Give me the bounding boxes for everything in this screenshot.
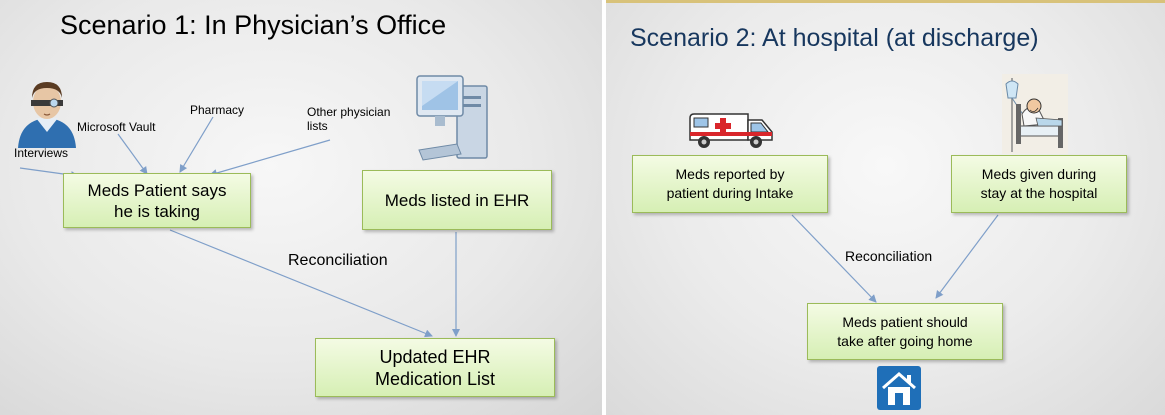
arrow-pharmacy [179,116,214,173]
arrow-patient-to-updated [169,229,433,338]
box-patient-line-2: he is taking [114,201,200,221]
source-microsoft-vault: Microsoft Vault [77,120,156,134]
box-stay-line-1: Meds given during [981,166,1097,182]
box-updated-line-2: Medication List [374,368,496,389]
arrow-microsoft-vault [117,133,148,175]
house-icon [877,366,921,410]
box-meds-listed-in-ehr: Meds listed in EHR [362,170,552,230]
accent-line [606,0,1165,3]
source-other-physician-line-2: lists [307,119,328,133]
box-updated-ehr-medication-list: Updated EHR Medication List [315,338,555,397]
box-intake-line-1: Meds reported by [675,166,785,182]
physician-icon [18,82,76,148]
box-stay-line-2: stay at the hospital [980,185,1098,201]
arrow-intake-to-home [791,214,877,303]
source-other-physician-lists: Other physician lists [307,105,390,133]
arrow-stay-to-home [935,214,999,299]
box-meds-reported-intake: Meds reported by patient during Intake [632,155,828,213]
box-meds-patient-says: Meds Patient says he is taking [63,173,251,228]
slide-title: Scenario 1: In Physician’s Office [60,10,447,40]
reconciliation-label: Reconciliation [288,252,388,269]
slide-scenario-2: Scenario 2: At hospital (at discharge) [606,0,1165,415]
hospital-bed-icon [1002,74,1068,154]
computer-icon [416,75,488,161]
box-updated-line-1: Updated EHR [379,346,491,367]
box-meds-given-during-stay: Meds given during stay at the hospital [951,155,1127,213]
slide-scenario-1: Scenario 1: In Physician’s Office Interv… [0,0,602,415]
source-other-physician-line-1: Other physician [307,105,391,119]
box-meds-after-going-home: Meds patient should take after going hom… [807,303,1003,360]
slide-title: Scenario 2: At hospital (at discharge) [630,24,1039,52]
box-home-line-2: take after going home [837,332,973,349]
arrow-layer [791,214,999,303]
source-pharmacy: Pharmacy [190,103,245,117]
box-intake-line-2: patient during Intake [666,185,794,201]
box-patient-line-1: Meds Patient says [87,180,227,200]
ambulance-icon [689,113,773,148]
source-interviews: Interviews [14,146,69,160]
slide-divider [602,0,606,415]
box-home-line-1: Meds patient should [842,313,968,330]
reconciliation-label: Reconciliation [845,248,933,264]
arrow-other-physician [209,139,331,177]
box-ehr-label: Meds listed in EHR [384,190,530,210]
arrow-layer [19,116,460,338]
